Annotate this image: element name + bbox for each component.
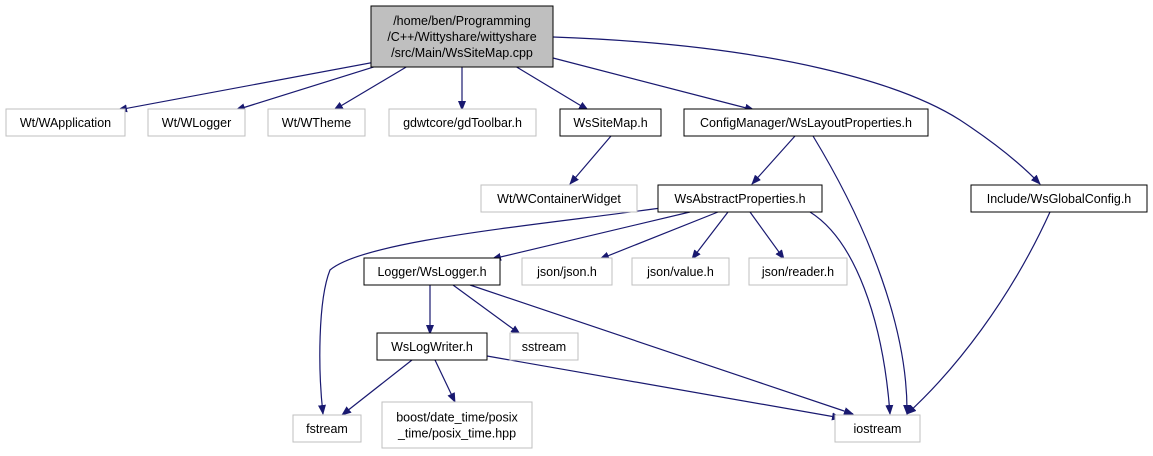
node-box	[5, 108, 126, 137]
node-label: Wt/WContainerWidget	[497, 192, 621, 206]
edge-abstractprops-to-fstream	[318, 206, 669, 415]
node-label: /C++/Wittyshare/wittyshare	[387, 30, 536, 44]
node-abstractprops[interactable]: WsAbstractProperties.h	[657, 184, 823, 213]
edge-root-to-wtheme	[333, 59, 419, 111]
node-box	[381, 401, 533, 449]
node-label: fstream	[306, 422, 348, 436]
node-box	[683, 108, 929, 137]
edges-layer	[117, 36, 1051, 421]
nodes-layer: /home/ben/Programming/C++/Wittyshare/wit…	[5, 5, 1148, 449]
node-label: gdwtcore/gdToolbar.h	[403, 116, 522, 130]
node-box	[970, 184, 1148, 213]
edge-root-to-wssitemap	[504, 59, 589, 111]
node-wtheme: Wt/WTheme	[267, 108, 366, 137]
node-wlogger: Wt/WLogger	[147, 108, 246, 137]
node-label: WsAbstractProperties.h	[674, 192, 805, 206]
edge-root-to-wlogger	[235, 59, 397, 112]
node-box	[292, 414, 362, 443]
node-box	[834, 414, 921, 443]
node-wslogger[interactable]: Logger/WsLogger.h	[363, 257, 501, 286]
edge-logwriter-to-posixtime	[434, 359, 456, 403]
node-label: Include/WsGlobalConfig.h	[987, 192, 1132, 206]
edge-layoutprops-to-iostream	[812, 135, 912, 415]
node-wssitemap[interactable]: WsSiteMap.h	[559, 108, 662, 137]
node-wcontainer: Wt/WContainerWidget	[480, 184, 638, 213]
node-label: /src/Main/WsSiteMap.cpp	[391, 46, 533, 60]
node-box	[748, 257, 848, 286]
node-box	[559, 108, 662, 137]
node-box	[376, 332, 488, 361]
node-box	[657, 184, 823, 213]
node-jsonjson: json/json.h	[521, 257, 613, 286]
edge-logwriter-to-iostream	[486, 355, 842, 421]
node-box	[521, 257, 613, 286]
node-jsonreader: json/reader.h	[748, 257, 848, 286]
node-globalconfig[interactable]: Include/WsGlobalConfig.h	[970, 184, 1148, 213]
edge-abstractprops-to-jsonvalue	[691, 211, 729, 260]
node-label: boost/date_time/posix	[396, 411, 518, 425]
edge-root-to-wapp	[117, 59, 387, 113]
node-label: json/value.h	[646, 265, 714, 279]
node-label: Wt/WApplication	[20, 116, 111, 130]
node-root: /home/ben/Programming/C++/Wittyshare/wit…	[370, 5, 554, 68]
node-label: /home/ben/Programming	[393, 14, 531, 28]
edge-wssitemap-to-wcontainer	[569, 135, 612, 185]
node-label: sstream	[522, 340, 566, 354]
node-label: json/json.h	[536, 265, 597, 279]
edge-logwriter-to-fstream	[341, 359, 413, 416]
node-label: Wt/WLogger	[162, 116, 231, 130]
node-label: Logger/WsLogger.h	[377, 265, 486, 279]
edge-globalconfig-to-iostream	[906, 211, 1051, 415]
node-label: WsLogWriter.h	[391, 340, 473, 354]
node-label: _time/posix_time.hpp	[397, 427, 516, 441]
edge-root-to-globalconfig	[552, 36, 1041, 185]
edge-abstractprops-to-iostream	[809, 211, 894, 415]
edge-abstractprops-to-jsonreader	[749, 211, 785, 260]
node-label: WsSiteMap.h	[573, 116, 647, 130]
node-box	[147, 108, 246, 137]
edge-wslogger-to-sstream	[452, 284, 521, 335]
node-box	[631, 257, 730, 286]
node-fstream: fstream	[292, 414, 362, 443]
node-label: Wt/WTheme	[282, 116, 351, 130]
node-box	[388, 108, 537, 137]
node-layoutprops[interactable]: ConfigManager/WsLayoutProperties.h	[683, 108, 929, 137]
node-box	[509, 332, 579, 361]
node-label: iostream	[854, 422, 902, 436]
edge-layoutprops-to-abstractprops	[751, 135, 796, 185]
edge-abstractprops-to-jsonjson	[599, 211, 719, 260]
node-box	[370, 5, 554, 68]
node-posixtime: boost/date_time/posix _time/posix_time.hp…	[381, 401, 533, 449]
node-iostream: iostream	[834, 414, 921, 443]
node-label: json/reader.h	[761, 265, 834, 279]
edge-wslogger-to-iostream	[469, 284, 854, 415]
node-gdtoolbar: gdwtcore/gdToolbar.h	[388, 108, 537, 137]
node-logwriter[interactable]: WsLogWriter.h	[376, 332, 488, 361]
node-sstream: sstream	[509, 332, 579, 361]
edge-root-to-layoutprops	[552, 57, 755, 112]
node-box	[363, 257, 501, 286]
edge-abstractprops-to-wslogger	[491, 211, 691, 261]
node-wapp: Wt/WApplication	[5, 108, 126, 137]
node-box	[267, 108, 366, 137]
node-box	[480, 184, 638, 213]
node-label: ConfigManager/WsLayoutProperties.h	[700, 116, 912, 130]
node-jsonvalue: json/value.h	[631, 257, 730, 286]
